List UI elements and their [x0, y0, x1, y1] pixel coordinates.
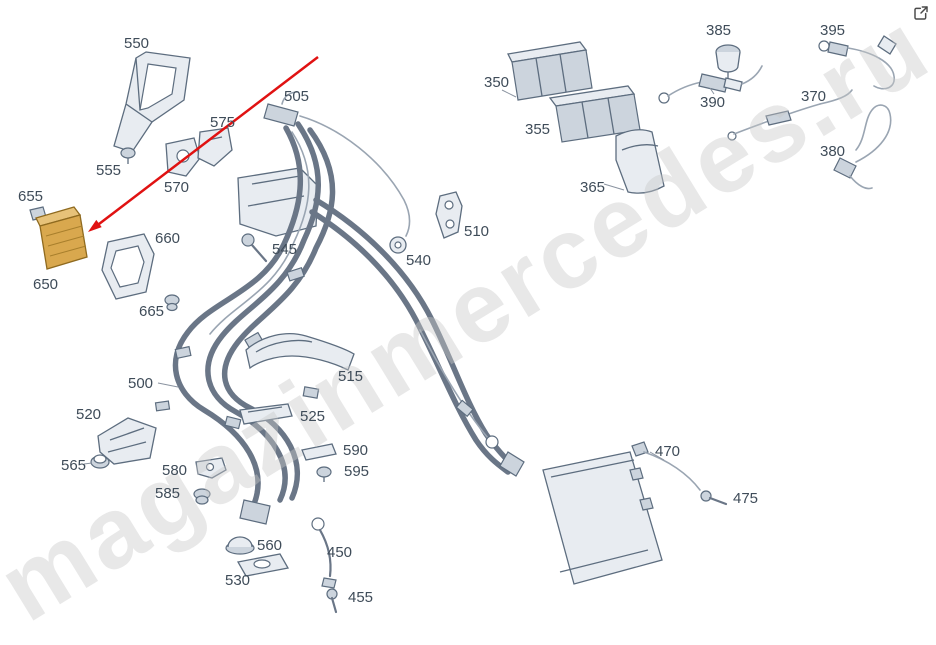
- part-label-525: 525: [300, 408, 326, 425]
- part-550-drawing: [113, 51, 191, 153]
- part-555-drawing: [120, 147, 136, 164]
- open-in-new-icon[interactable]: [913, 5, 929, 21]
- part-label-450: 450: [327, 544, 353, 561]
- part-label-470: 470: [655, 443, 681, 460]
- part-label-510: 510: [464, 223, 490, 240]
- part-label-580: 580: [162, 462, 188, 479]
- part-370-drawing: [727, 89, 853, 141]
- part-475-drawing: [700, 490, 728, 506]
- part-label-500: 500: [128, 375, 154, 392]
- part-label-560: 560: [257, 537, 283, 554]
- part-label-385: 385: [706, 22, 732, 39]
- part-585-drawing: [193, 488, 211, 505]
- part-520-drawing: [97, 417, 157, 465]
- part-label-505: 505: [284, 88, 310, 105]
- part-450-drawing: [311, 517, 337, 589]
- part-395-drawing: [818, 35, 897, 90]
- part-390-drawing: [658, 65, 763, 104]
- part-label-520: 520: [76, 406, 102, 423]
- part-label-370: 370: [801, 88, 827, 105]
- part-515-drawing: [245, 333, 355, 371]
- leader-500: [157, 382, 179, 388]
- part-580-drawing: [195, 457, 227, 479]
- part-label-515: 515: [338, 368, 364, 385]
- part-label-655: 655: [18, 188, 44, 205]
- part-label-650: 650: [33, 276, 59, 293]
- part-label-390: 390: [700, 94, 726, 111]
- part-label-350: 350: [484, 74, 510, 91]
- part-label-475: 475: [733, 490, 759, 507]
- part-530-drawing: [236, 553, 290, 577]
- part-660-drawing: [101, 233, 155, 300]
- part-385-drawing: [715, 44, 741, 80]
- part-350-drawing: [501, 41, 593, 101]
- part-510-drawing: [435, 191, 463, 239]
- part-panel-drawing: [542, 451, 663, 585]
- part-525-drawing: [239, 403, 293, 425]
- part-label-455: 455: [348, 589, 374, 606]
- part-590-drawing: [301, 443, 337, 461]
- part-455-drawing: [326, 588, 338, 614]
- part-label-595: 595: [344, 463, 370, 480]
- part-540-drawing: [389, 236, 407, 254]
- part-label-365: 365: [580, 179, 606, 196]
- pointer-arrow: [88, 56, 319, 232]
- part-label-540: 540: [406, 252, 432, 269]
- part-label-660: 660: [155, 230, 181, 247]
- part-label-530: 530: [225, 572, 251, 589]
- part-365-drawing: [603, 129, 665, 194]
- part-650-drawing-highlighted: [35, 206, 88, 270]
- part-label-395: 395: [820, 22, 846, 39]
- part-595-drawing: [316, 466, 332, 482]
- part-label-585: 585: [155, 485, 181, 502]
- part-label-575: 575: [210, 114, 236, 131]
- part-label-565: 565: [61, 457, 87, 474]
- part-label-570: 570: [164, 179, 190, 196]
- parts-diagram-illustration[interactable]: [0, 0, 936, 626]
- part-label-355: 355: [525, 121, 551, 138]
- part-label-545: 545: [272, 241, 298, 258]
- part-505-harness-drawing: [154, 91, 525, 525]
- part-label-550: 550: [124, 35, 150, 52]
- part-565-drawing: [83, 454, 110, 469]
- part-575-drawing: [197, 127, 233, 167]
- part-380-drawing: [833, 104, 892, 190]
- part-470-drawing: [631, 441, 701, 491]
- part-label-380: 380: [820, 143, 846, 160]
- part-label-665: 665: [139, 303, 165, 320]
- part-560-drawing: [225, 536, 255, 555]
- part-label-555: 555: [96, 162, 122, 179]
- part-665-drawing: [164, 294, 180, 312]
- part-545-drawing: [241, 233, 268, 263]
- part-label-590: 590: [343, 442, 369, 459]
